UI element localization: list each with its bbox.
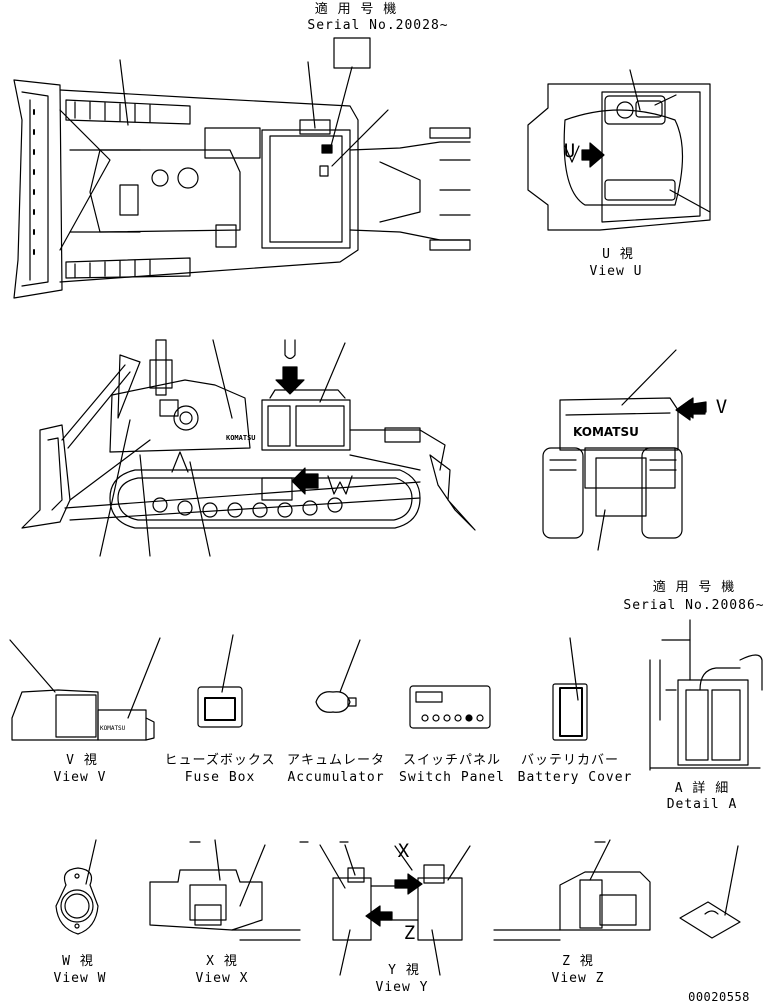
svg-text:KOMATSU: KOMATSU [100,725,126,732]
arrow-w-icon [291,467,319,495]
view-x-en: View X [195,971,249,986]
accumulator-drawing [315,639,361,713]
view-x-jp: X 視 [206,954,238,969]
serial-right-jp: 適 用 号 機 [652,580,736,595]
battery-cover-jp: バッテリカバー [520,753,620,768]
view-y-en: View Y [375,980,429,995]
arrow-z-icon [365,905,393,927]
view-u-drawing [527,69,711,231]
view-z-drawing [493,839,651,941]
view-w-en: View W [53,971,107,986]
view-x-drawing [149,839,301,941]
detail-a-en: Detail A [666,797,738,812]
view-x-letter: X [397,840,411,862]
top-plan-view [13,37,471,299]
view-u-letter: U [563,140,577,162]
view-u-jp: U 視 [602,247,634,262]
battery-cover-drawing [552,637,588,741]
serial-box [333,37,371,69]
view-z-en: View Z [551,971,605,986]
accumulator-jp: アキュムレータ [286,753,386,768]
view-v-en: View V [53,770,107,785]
fuse-box-drawing [197,634,243,728]
view-v-rear-drawing: KOMATSU [542,349,707,551]
arrow-u-icon [275,366,305,395]
view-w-jp: W 視 [62,954,94,969]
arrow-v-icon-2 [675,399,706,421]
view-z-letter: Z [403,922,417,944]
switch-panel-jp: スイッチパネル [402,753,502,768]
drawing-number: 00020558 [688,990,750,1004]
view-y-jp: Y 視 [388,963,420,978]
svg-text:KOMATSU: KOMATSU [226,434,256,442]
fuse-box-jp: ヒューズボックス [164,753,276,768]
sticker-sheet-drawing [679,845,741,939]
brand-label: KOMATSU [573,425,639,439]
view-y-drawing [299,841,471,976]
view-v-letter: V [715,396,729,418]
view-z-jp: Z 視 [562,954,594,969]
accumulator-en: Accumulator [287,770,385,785]
detail-a-drawing [649,619,763,771]
fuse-box-en: Fuse Box [184,770,256,785]
battery-cover-en: Battery Cover [517,770,633,785]
view-v-jp: V 視 [66,753,98,768]
detail-a-jp: A 詳 細 [674,781,730,796]
view-u-en: View U [589,264,643,279]
view-v-detail: KOMATSU [9,637,161,741]
view-w-drawing [55,839,99,935]
serial-top-en: Serial No.20028~ [307,18,449,33]
side-view: KOMATSU [21,339,476,557]
switch-panel-drawing [409,685,491,729]
serial-top-jp: 適 用 号 機 [314,2,398,17]
switch-panel-en: Switch Panel [399,770,505,785]
arrow-x-icon [394,873,423,895]
serial-right-en: Serial No.20086~ [623,598,765,613]
